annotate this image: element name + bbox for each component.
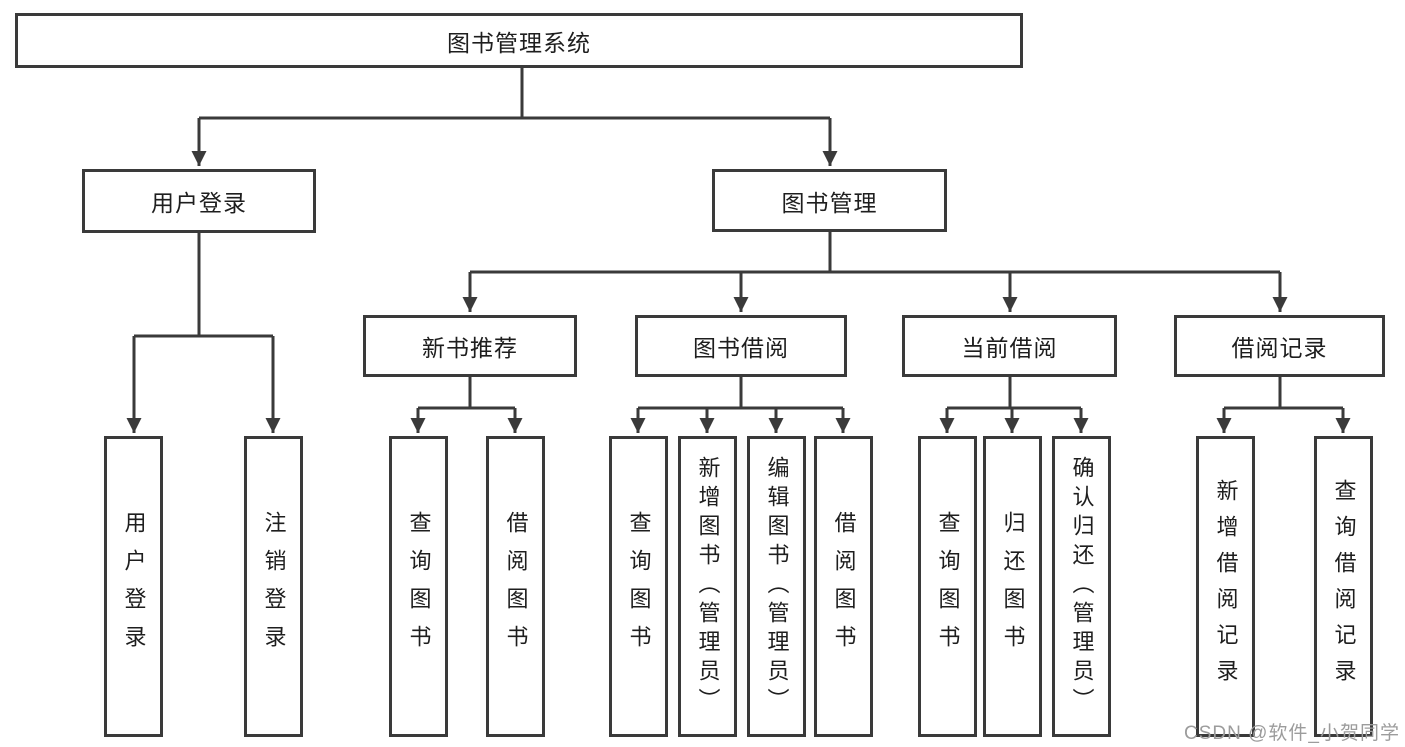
node-leaf-borrow-books-borrowing: 借阅图书 <box>814 436 873 737</box>
edge-root-to-level2 <box>191 67 838 166</box>
node-leaf-borrow-books-recommend: 借阅图书 <box>486 436 545 737</box>
node-leaf-query-books-current: 查询图书 <box>918 436 977 737</box>
node-borrowing-records: 借阅记录 <box>1174 315 1385 377</box>
node-leaf-logout: 注销登录 <box>244 436 303 737</box>
node-leaf-add-books-admin: 新增图书（管理员） <box>678 436 737 737</box>
node-leaf-confirm-return-admin: 确认归还（管理员） <box>1052 436 1111 737</box>
node-current-borrowing: 当前借阅 <box>902 315 1117 377</box>
node-user-login: 用户登录 <box>82 169 316 233</box>
node-leaf-query-books-borrowing: 查询图书 <box>609 436 668 737</box>
node-leaf-query-books-recommend: 查询图书 <box>389 436 448 737</box>
node-library-management-system: 图书管理系统 <box>15 13 1023 68</box>
node-leaf-query-borrow-record: 查询借阅记录 <box>1314 436 1373 737</box>
node-leaf-user-login: 用户登录 <box>104 436 163 737</box>
edge-borrow-records-children <box>1216 377 1351 433</box>
node-book-management: 图书管理 <box>712 169 947 232</box>
edge-user-login-children <box>126 233 281 433</box>
node-new-book-recommendation: 新书推荐 <box>363 315 577 377</box>
csdn-watermark: CSDN @软件_小贺同学 <box>1184 723 1400 744</box>
edge-book-borrow-children <box>630 377 851 433</box>
edge-new-book-recommend-children <box>410 377 523 433</box>
node-leaf-add-borrow-record: 新增借阅记录 <box>1196 436 1255 737</box>
node-leaf-return-books: 归还图书 <box>983 436 1042 737</box>
edge-current-borrow-children <box>939 377 1089 433</box>
edge-book-management-children <box>462 232 1288 312</box>
node-book-borrowing: 图书借阅 <box>635 315 847 377</box>
node-leaf-edit-books-admin: 编辑图书（管理员） <box>747 436 806 737</box>
